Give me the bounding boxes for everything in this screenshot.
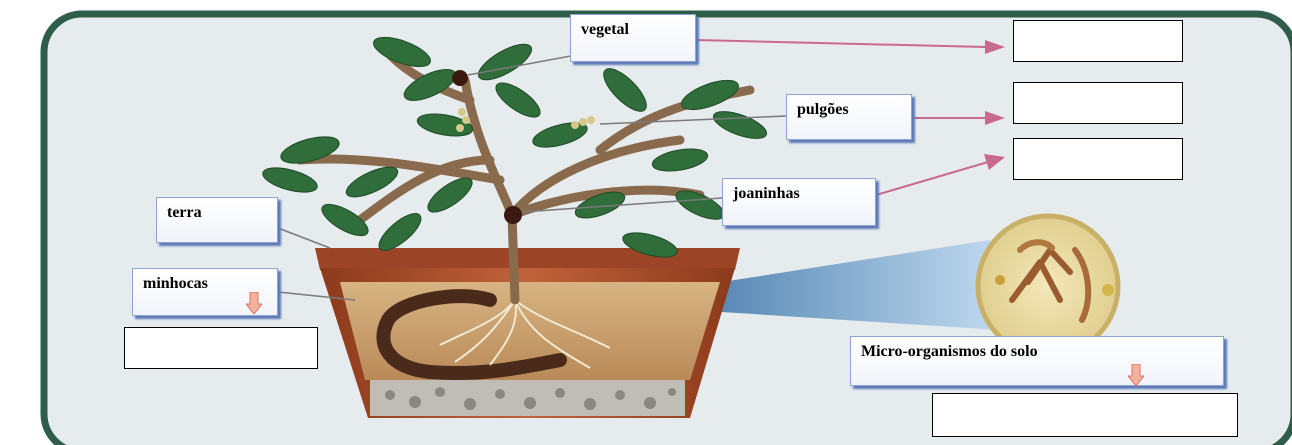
ladybug-top xyxy=(452,70,468,86)
down-arrow-icon xyxy=(1128,364,1144,386)
label-vegetal: vegetal xyxy=(570,14,696,62)
down-arrow-icon xyxy=(246,292,262,314)
magnifier-lens xyxy=(978,216,1118,356)
label-joaninhas: joaninhas xyxy=(722,178,876,226)
ladybug-stem xyxy=(504,206,522,224)
answer-box-pulgoes[interactable] xyxy=(1013,82,1183,124)
answer-box-joaninhas[interactable] xyxy=(1013,138,1183,180)
answer-box-vegetal[interactable] xyxy=(1013,20,1183,62)
label-pulgoes: pulgões xyxy=(786,94,912,140)
answer-box-micro-organismos[interactable] xyxy=(932,393,1238,437)
label-micro-organismos: Micro-organismos do solo xyxy=(850,336,1224,386)
label-terra: terra xyxy=(156,197,278,243)
answer-box-minhocas[interactable] xyxy=(124,327,318,369)
